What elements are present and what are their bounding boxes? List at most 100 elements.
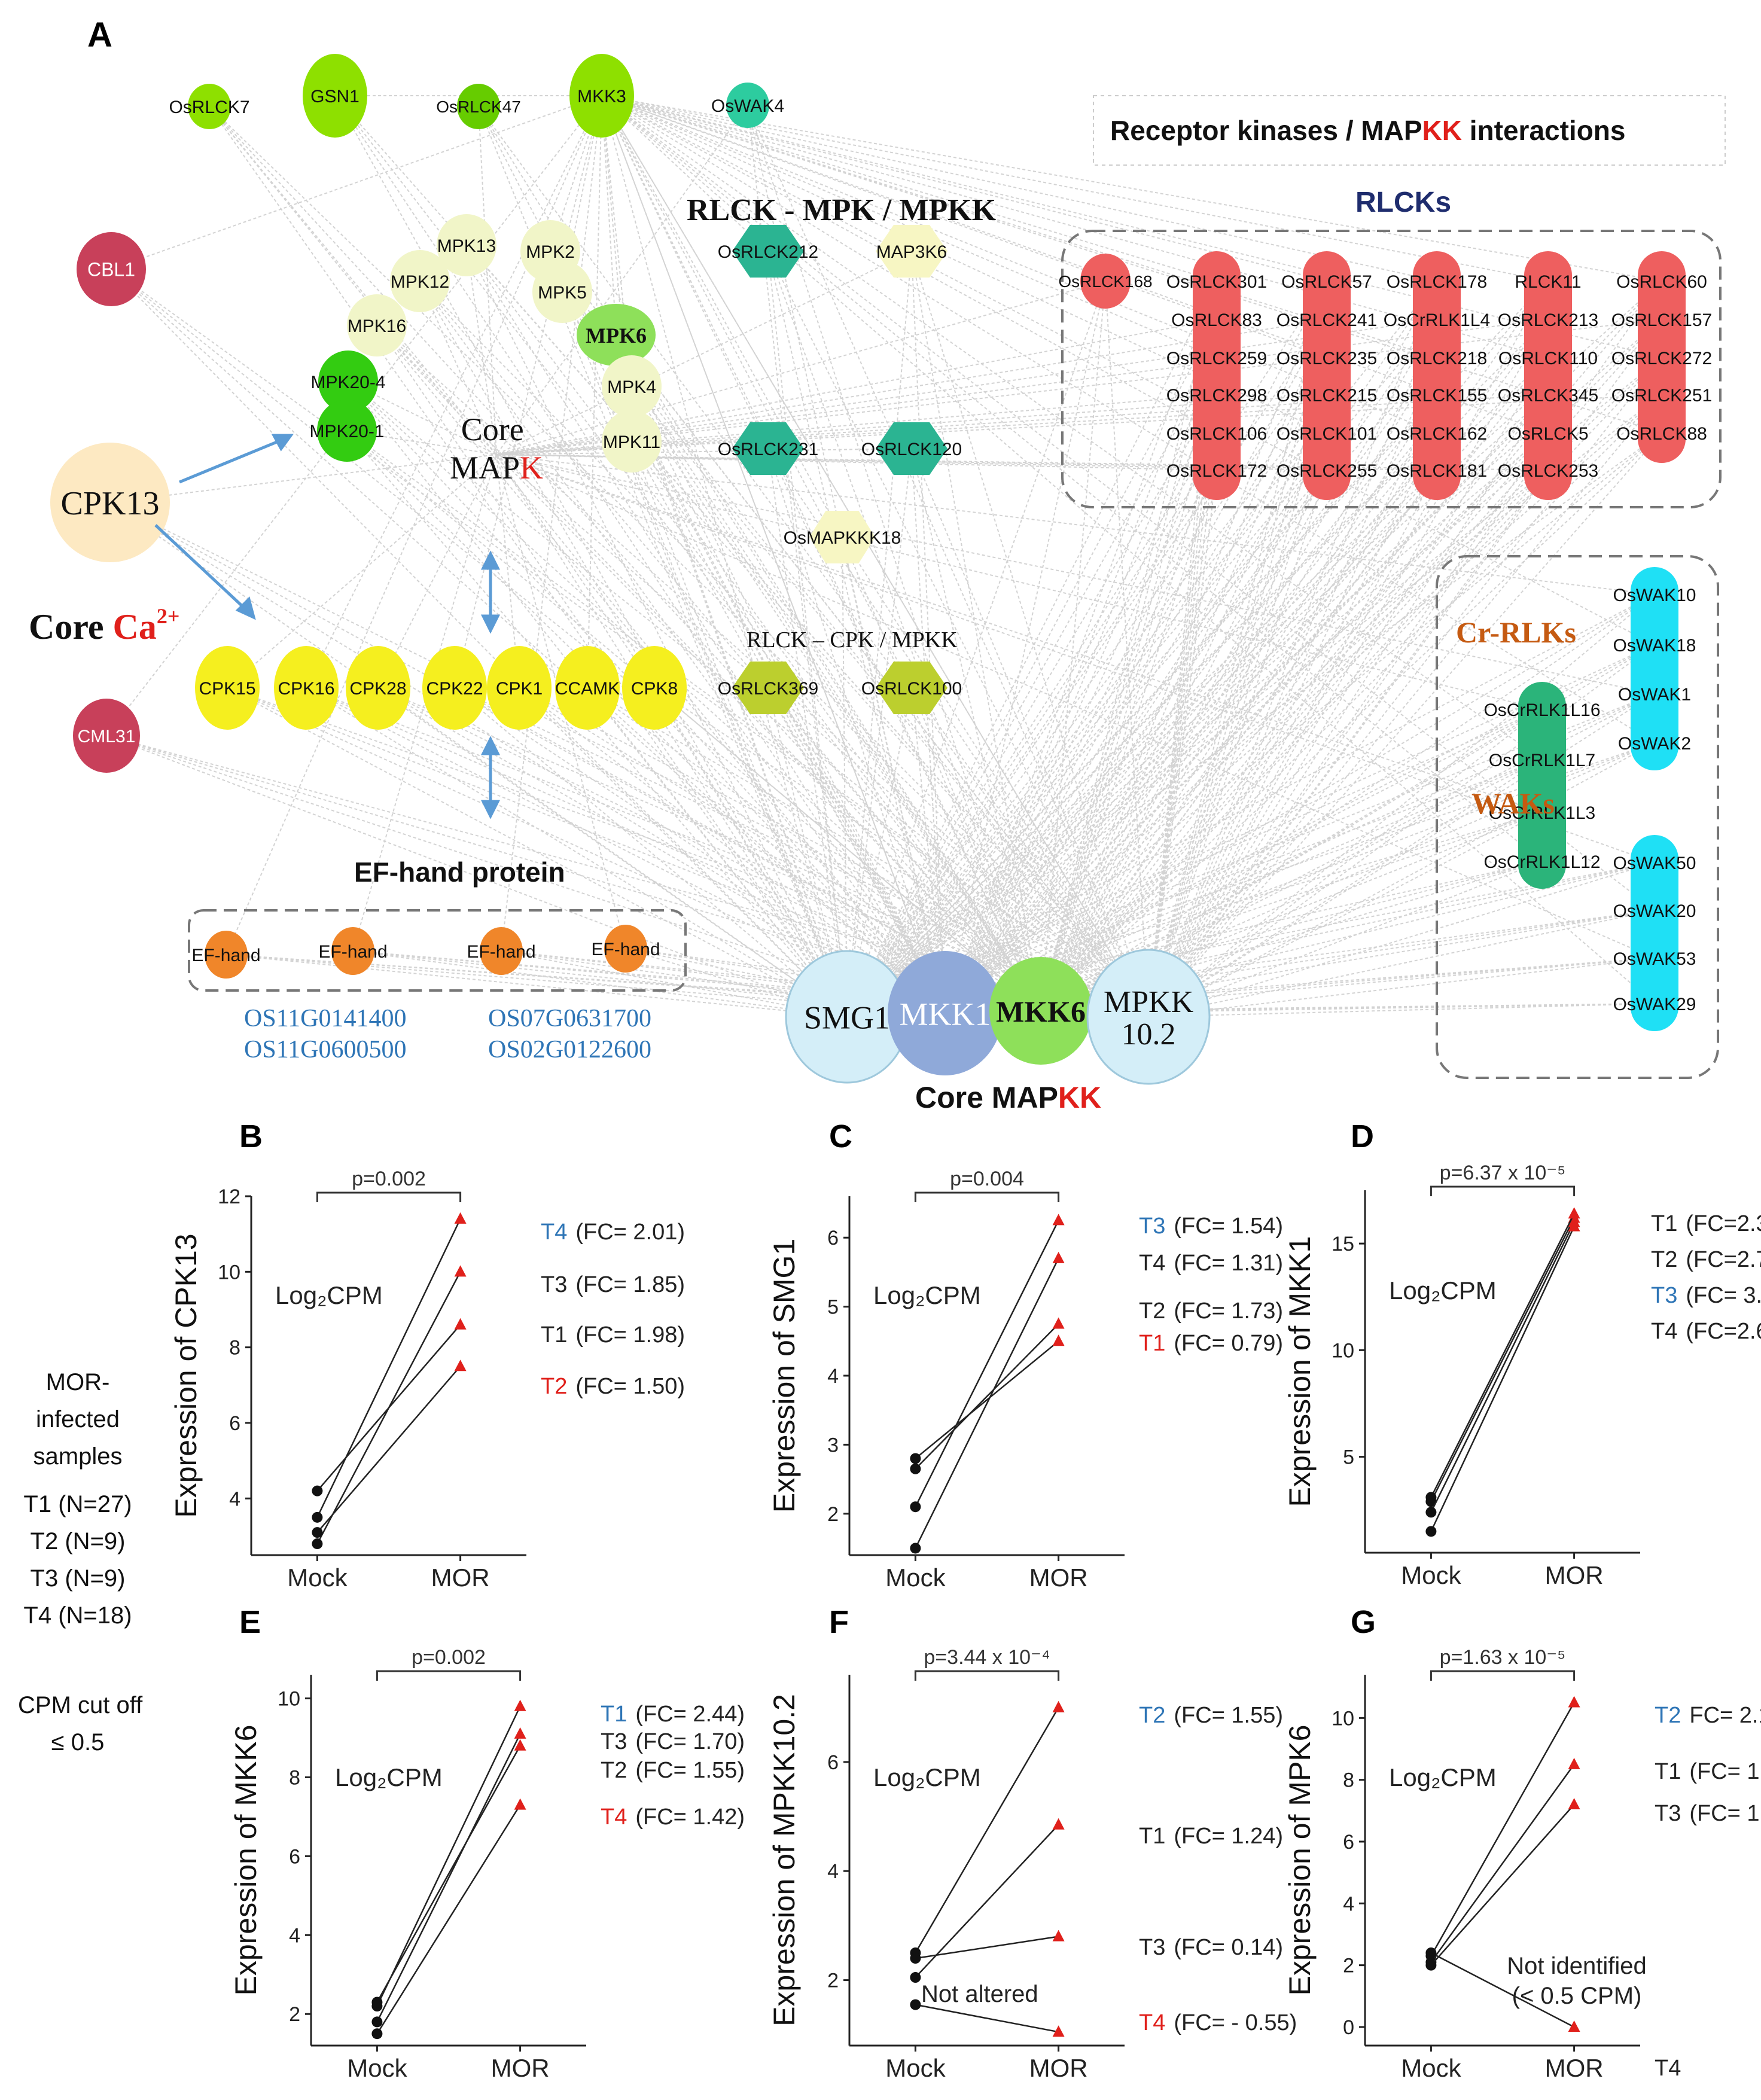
node-label: MAP3K6: [876, 242, 947, 262]
mor-point: [1568, 1798, 1580, 1809]
network-edge: [1148, 432, 1549, 1017]
network-edge: [587, 687, 1149, 1017]
network-edge: [846, 319, 1549, 1017]
node-osrlck369: OsRLCK369: [718, 662, 818, 714]
network-edge: [601, 95, 1217, 282]
series-name: T3: [1139, 1935, 1165, 1960]
node-osrlck162: OsRLCK162: [1387, 424, 1487, 444]
node-label: OsRLCK168: [1058, 272, 1152, 291]
node-cpk16: CPK16: [274, 646, 339, 730]
series-name: T4: [1651, 1319, 1677, 1344]
node-oscrrlk1l4: OsCrRLK1L4: [1384, 310, 1490, 330]
node-label: MPK5: [538, 283, 587, 303]
panel-letter: E: [239, 1604, 261, 1640]
network-edge: [1148, 432, 1437, 1017]
network-edge: [496, 454, 655, 688]
network-edge: [454, 95, 602, 688]
arrow: [179, 438, 282, 484]
mock-point: [910, 1972, 921, 1983]
network-edge: [625, 948, 1149, 1017]
network-edge: [227, 687, 946, 1014]
network-edge: [466, 245, 497, 455]
arrow-head: [235, 596, 256, 620]
y-tick-label: 6: [1343, 1831, 1354, 1854]
node-shape: [726, 83, 769, 128]
mor-point: [1052, 2025, 1065, 2037]
network-edge: [846, 432, 1327, 1017]
network-edge: [346, 430, 497, 455]
mor-point: [1568, 1220, 1580, 1232]
series-line: [376, 1804, 521, 2034]
x-tick-label: MOR: [1029, 1563, 1088, 1592]
series-line: [1430, 1221, 1575, 1513]
series-label: T1(FC= 1.98): [541, 1322, 685, 1348]
node-osrlck57: OsRLCK57: [1281, 272, 1372, 292]
node-shape: [390, 250, 450, 312]
series-fc: (FC= 1.85): [575, 1272, 685, 1297]
series-label: T1(FC= 1.24): [1139, 1824, 1283, 1849]
series-label: T3(FC= 1.85): [541, 1272, 685, 1297]
node-shape: [422, 646, 487, 730]
series-fc: (FC=2.65): [1686, 1319, 1761, 1344]
network-edge: [601, 95, 1437, 434]
arrow-head: [480, 736, 501, 755]
network-edge: [1148, 644, 1655, 1017]
series-fc: (FC= 2.44): [635, 1702, 745, 1727]
series-line: [316, 1366, 461, 1533]
network-edge: [846, 470, 1549, 1017]
mock-point: [1425, 1492, 1437, 1503]
network-edge: [377, 454, 497, 688]
network-edge: [496, 319, 1662, 455]
node-column: OsCrRLK1L16OsCrRLK1L7OsCrRLK1L3OsCrRLK1L…: [1483, 682, 1601, 889]
network-edge: [562, 291, 848, 1017]
network-edge: [1040, 759, 1543, 1011]
series-name: T2: [541, 1374, 567, 1399]
mor-point: [1568, 1696, 1580, 1708]
network-edge: [496, 394, 1662, 455]
network-edge: [945, 394, 1549, 1014]
rlck-column: OsRLCK60OsRLCK157OsRLCK272OsRLCK251OsRLC…: [1611, 251, 1712, 463]
network-edge: [496, 454, 1655, 595]
series-label: T4(FC= 2.01): [541, 1220, 685, 1245]
node-shape: [331, 927, 374, 975]
node-label: SMG1: [804, 999, 890, 1035]
inset-label: Log₂CPM: [335, 1763, 443, 1791]
node-shape: [577, 304, 656, 366]
series-line: [1430, 1702, 1575, 1956]
y-tick-label: 12: [218, 1185, 240, 1208]
p-value: p=0.002: [412, 1646, 486, 1669]
network-edge: [1148, 319, 1327, 1017]
network-edge: [945, 432, 1327, 1014]
node-ef-hand: EF-hand: [591, 925, 660, 973]
node-label: MPK16: [348, 316, 406, 336]
network-edge: [562, 291, 1041, 1011]
node-label: GSN1: [310, 87, 359, 106]
series-line: [1430, 1226, 1575, 1532]
node-osrlck345: OsRLCK345: [1498, 386, 1598, 406]
series-line: [316, 1218, 461, 1518]
network-edge: [945, 594, 1655, 1014]
y-tick-label: 2: [289, 2003, 300, 2026]
panel-letter: G: [1351, 1604, 1376, 1640]
node-osrlck298: OsRLCK298: [1166, 386, 1267, 406]
node-osrlck213: OsRLCK213: [1498, 310, 1598, 330]
node-oscrrlk1l7: OsCrRLK1L7: [1489, 751, 1595, 770]
node-osrlck168: OsRLCK168: [1058, 254, 1153, 309]
y-tick-label: 4: [1343, 1892, 1354, 1915]
network-edge: [767, 448, 946, 1014]
network-edge: [496, 454, 1655, 863]
ef-gene-id: OS02G0122600: [488, 1036, 651, 1063]
y-tick-label: 8: [1343, 1769, 1354, 1792]
mor-point: [454, 1318, 467, 1330]
network-edge: [1040, 862, 1655, 1011]
node-shape: [622, 646, 687, 730]
node-osrlck251: OsRLCK251: [1611, 386, 1712, 406]
series-line: [915, 1323, 1059, 1470]
series-name: T1: [1139, 1824, 1165, 1849]
network-edge: [631, 386, 848, 1017]
network-edge: [601, 95, 1327, 282]
rlck-group-box: [1061, 230, 1722, 508]
node-shape: [457, 84, 500, 129]
